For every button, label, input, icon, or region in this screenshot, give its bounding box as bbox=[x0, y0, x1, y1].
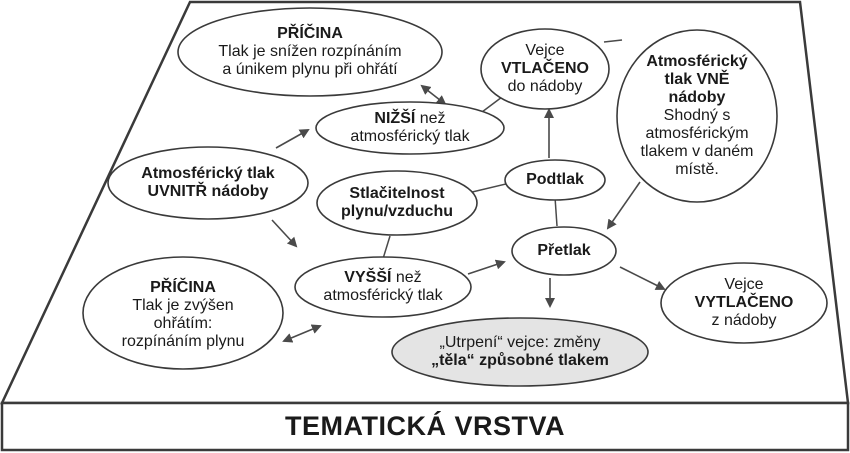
cause-bottom-line2: ohřátím: bbox=[153, 315, 213, 332]
pushed-in-bold: VTLAČENO bbox=[501, 60, 589, 77]
node-outside: Atmosférický tlak VNĚ nádoby Shodný s at… bbox=[622, 38, 772, 194]
compress-line2: plynu/vzduchu bbox=[341, 203, 453, 220]
compress-line1: Stlačitelnost bbox=[349, 185, 445, 202]
higher-bold: VYŠŠÍ bbox=[344, 269, 392, 286]
outside-line3: nádoby bbox=[668, 89, 726, 106]
lower-rest: než bbox=[415, 110, 446, 127]
cause-bottom-line1: Tlak je zvýšen bbox=[132, 297, 234, 314]
node-compress-shape bbox=[316, 170, 478, 236]
cause-top-title: PŘÍČINA bbox=[277, 25, 343, 42]
suffering-line1: „Utrpení“ vejce: změny bbox=[439, 334, 601, 351]
pushed-out-bold: VYTLAČENO bbox=[694, 294, 794, 311]
node-higher-shape bbox=[294, 256, 472, 318]
thematic-layer-label: TEMATICKÁ VRSTVA bbox=[285, 410, 565, 441]
node-inside: Atmosférický tlak UVNITŘ nádoby bbox=[110, 160, 306, 206]
arrow-cause-bottom-higher bbox=[282, 324, 322, 343]
node-higher: VYŠŠÍ než atmosférický tlak bbox=[298, 265, 468, 309]
outside-line4: Shodný s bbox=[663, 107, 731, 124]
outside-line2: tlak VNĚ bbox=[664, 71, 730, 88]
node-underpressure: Podtlak bbox=[506, 168, 604, 192]
node-underpressure-shape bbox=[504, 159, 606, 201]
pushed-in-line3: do nádoby bbox=[507, 78, 583, 95]
node-cause-bottom: PŘÍČINA Tlak je zvýšen ohřátím: rozpínán… bbox=[92, 274, 274, 356]
cause-bottom-title: PŘÍČINA bbox=[150, 279, 216, 296]
node-inside-shape bbox=[107, 146, 309, 220]
cause-top-line1: Tlak je snížen rozpínáním bbox=[218, 43, 402, 60]
node-outside-shape bbox=[616, 29, 778, 203]
pushed-out-line1: Vejce bbox=[724, 276, 764, 293]
cause-bottom-line3: rozpínáním plynu bbox=[121, 333, 245, 350]
link-underpressure-overpressure bbox=[554, 196, 558, 227]
pushed-out-line3: z nádoby bbox=[711, 312, 777, 329]
outside-line6: tlakem v daném bbox=[640, 143, 754, 160]
arrow-higher-overpressure bbox=[467, 259, 506, 275]
node-pushed-out: Vejce VYTLAČENO z nádoby bbox=[664, 272, 824, 334]
node-cause-bottom-shape bbox=[82, 256, 284, 370]
outside-line5: atmosférickým bbox=[645, 125, 749, 142]
link-pushed-in-outside bbox=[603, 39, 623, 43]
inside-line1: Atmosférický tlak bbox=[141, 165, 275, 182]
node-cause-top-shape bbox=[177, 7, 443, 97]
node-overpressure: Přetlak bbox=[514, 239, 614, 263]
arrow-cause-top-lower bbox=[420, 84, 447, 106]
node-lower: NIŽŠÍ než atmosférický tlak bbox=[320, 106, 500, 150]
outside-line7: místě. bbox=[675, 161, 719, 178]
node-overpressure-shape bbox=[511, 226, 617, 276]
inside-line2: UVNITŘ nádoby bbox=[147, 183, 269, 200]
node-suffering: „Utrpení“ vejce: změny „těla“ způsobné t… bbox=[396, 330, 644, 374]
node-suffering-shape bbox=[391, 317, 649, 387]
overpressure-label: Přetlak bbox=[537, 242, 591, 259]
pushed-in-line1: Vejce bbox=[525, 42, 565, 59]
higher-rest: než bbox=[391, 269, 422, 286]
arrow-inside-higher bbox=[271, 219, 298, 248]
suffering-line2: „těla“ způsobné tlakem bbox=[431, 352, 609, 369]
arrow-overpressure-pushed-out bbox=[619, 266, 666, 290]
link-compress-underpressure bbox=[467, 182, 511, 194]
higher-line1: VYŠŠÍ než bbox=[344, 269, 421, 287]
node-cause-top: PŘÍČINA Tlak je snížen rozpínáním a únik… bbox=[180, 12, 440, 92]
cause-top-line2: a únikem plynu při ohřátí bbox=[222, 61, 398, 78]
node-compress: Stlačitelnost plynu/vzduchu bbox=[320, 180, 474, 226]
lower-line2: atmosférický tlak bbox=[350, 128, 470, 145]
node-lower-shape bbox=[315, 101, 505, 155]
lower-line1: NIŽŠÍ než bbox=[374, 110, 445, 128]
arrow-inside-lower bbox=[275, 129, 310, 149]
thematic-layer-base bbox=[0, 401, 850, 452]
lower-bold: NIŽŠÍ bbox=[374, 110, 416, 127]
node-pushed-in: Vejce VTLAČENO do nádoby bbox=[484, 38, 606, 100]
arrow-outside-overpressure bbox=[606, 181, 641, 230]
underpressure-label: Podtlak bbox=[526, 171, 584, 188]
higher-line2: atmosférický tlak bbox=[323, 287, 443, 304]
outside-line1: Atmosférický bbox=[646, 53, 748, 70]
node-pushed-out-shape bbox=[660, 262, 828, 344]
node-pushed-in-shape bbox=[480, 28, 610, 110]
